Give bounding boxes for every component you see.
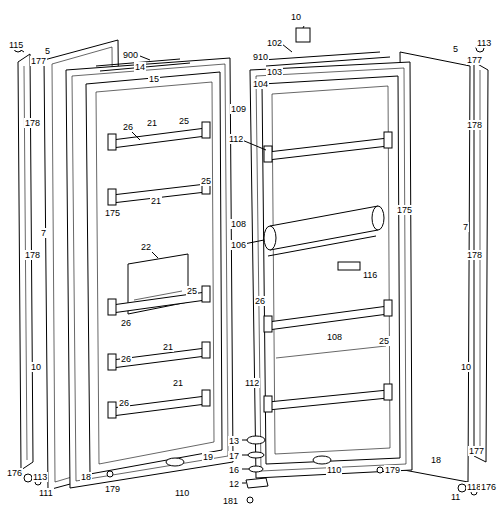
hinge-bushing	[24, 474, 32, 482]
hinge-bushing	[458, 484, 466, 492]
door-shelf	[264, 132, 392, 162]
callout-number: 12	[228, 479, 240, 489]
callout-number: 26	[122, 122, 134, 132]
screw	[377, 467, 383, 473]
callout-number: 113	[476, 38, 492, 48]
small-cover	[338, 262, 360, 270]
hinge-part	[249, 466, 263, 472]
callout-number: 21	[146, 118, 158, 128]
callout-number: 178	[24, 118, 41, 128]
door-shelf	[264, 300, 392, 332]
breaker-strip	[100, 63, 190, 71]
callout-number: 21	[150, 196, 162, 206]
callout-number: 7	[40, 228, 47, 238]
callout-number: 178	[466, 120, 483, 130]
callout-number: 10	[460, 362, 472, 372]
callout-number: 21	[162, 342, 174, 352]
callout-number: 103	[266, 67, 283, 77]
callout-number: 25	[378, 336, 390, 346]
callout-number: 7	[462, 222, 469, 232]
callout-number: 13	[228, 436, 240, 446]
liner-recess	[96, 82, 214, 464]
callout-number: 110	[326, 465, 342, 475]
callout-number: 22	[140, 242, 152, 252]
callout-number: 112	[244, 378, 260, 388]
callout-number: 18	[430, 455, 442, 465]
callout-number: 110	[174, 488, 190, 498]
callout-number: 177	[466, 55, 483, 65]
callout-number: 26	[120, 354, 132, 364]
callout-number: 10	[290, 12, 302, 22]
door-shelf	[108, 342, 210, 370]
screw	[107, 471, 113, 477]
handle-trim	[18, 54, 33, 470]
callout-number: 18	[80, 472, 92, 482]
door-shelf	[108, 286, 210, 315]
callout-number: 175	[104, 208, 121, 218]
shelf-rail	[276, 346, 386, 358]
callout-number: 26	[120, 318, 132, 328]
callout-number: 177	[30, 56, 47, 66]
door-shelf	[108, 390, 210, 418]
callout-number: 102	[266, 38, 283, 48]
callout-number: 26	[118, 398, 130, 408]
callout-number: 21	[172, 378, 184, 388]
callout-number: 15	[148, 74, 160, 84]
callout-number: 178	[24, 250, 41, 260]
callout-number: 176	[480, 482, 497, 492]
callout-number: 178	[466, 250, 483, 260]
hinge-part	[246, 478, 268, 488]
hinge-part	[247, 436, 265, 444]
door-liner	[262, 76, 400, 464]
callout-number: 176	[6, 468, 23, 478]
callout-number: 179	[104, 484, 121, 494]
callout-number: 25	[200, 176, 212, 186]
door-stop	[313, 456, 331, 464]
screw	[247, 497, 253, 503]
callout-number: 111	[38, 488, 54, 498]
door-stop	[166, 458, 184, 466]
cover-plate	[296, 28, 310, 42]
callout-number: 14	[134, 62, 146, 72]
gasket	[250, 62, 412, 478]
callout-number: 5	[452, 44, 459, 54]
callout-number: 10	[30, 362, 42, 372]
callout-number: 25	[178, 116, 190, 126]
callout-number: 25	[186, 286, 198, 296]
callout-number: 26	[254, 296, 266, 306]
callout-number: 181	[222, 496, 239, 506]
callout-number: 109	[230, 104, 247, 114]
callout-number: 116	[362, 270, 378, 280]
gasket	[66, 58, 233, 488]
bottom-shelf	[264, 384, 392, 412]
callout-number: 900	[122, 50, 139, 60]
gasket-inner	[72, 64, 228, 481]
callout-number: 175	[396, 205, 413, 215]
callout-number: 19	[202, 452, 214, 462]
door-shelf	[108, 122, 210, 150]
callout-number: 910	[252, 52, 269, 62]
gasket-inner	[256, 68, 406, 471]
door-liner	[86, 72, 222, 474]
leader-lines	[18, 26, 476, 488]
callout-number: 106	[230, 240, 247, 250]
callout-number: 108	[230, 219, 247, 229]
hinge-part	[248, 452, 264, 458]
callout-number: 115	[8, 40, 24, 50]
callout-number: 177	[468, 446, 485, 456]
callout-number: 108	[326, 332, 343, 342]
callout-number: 104	[252, 79, 269, 89]
callout-number: 11	[450, 492, 461, 502]
callout-number: 179	[384, 465, 401, 475]
callout-number: 17	[228, 451, 240, 461]
callout-number: 112	[228, 134, 244, 144]
callout-number: 113	[32, 472, 48, 482]
dairy-compartment	[264, 206, 384, 256]
callout-number: 16	[228, 465, 240, 475]
door-shelf	[108, 178, 210, 205]
callout-number: 5	[44, 46, 51, 56]
